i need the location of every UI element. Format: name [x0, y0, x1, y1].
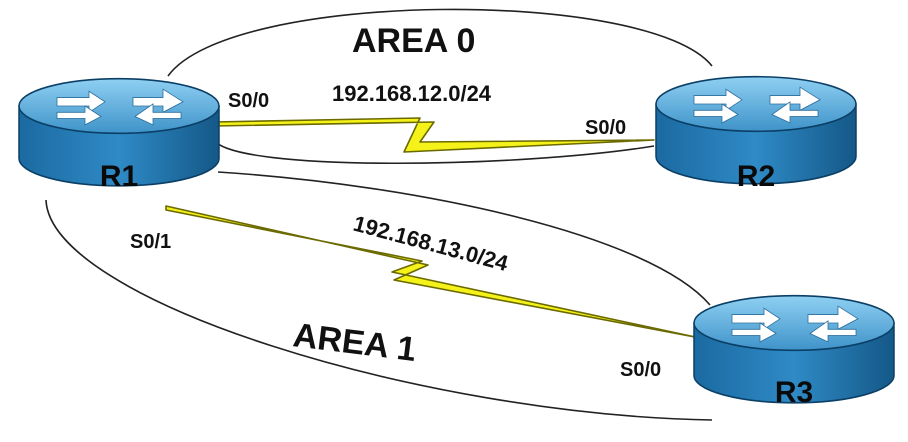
area1-label: AREA 1 — [291, 316, 418, 369]
area1-boundary — [45, 171, 713, 421]
serial-link-r1-r3 — [165, 205, 701, 339]
interface-label-r1-s00: S0/0 — [228, 90, 269, 112]
network-label-r1-r2: 192.168.12.0/24 — [332, 81, 492, 106]
network-label-r1-r3: 192.168.13.0/24 — [351, 211, 512, 277]
router-r2: R2 — [655, 75, 857, 193]
interface-label-r3-s00: S0/0 — [620, 359, 661, 381]
router-r3: R3 — [693, 294, 895, 409]
interface-label-r1-s01: S0/1 — [130, 231, 171, 253]
interface-label-r2-s00: S0/0 — [585, 117, 626, 139]
serial-link-r1-r2 — [213, 117, 655, 153]
router-r1-label: R1 — [100, 160, 138, 193]
router-r3-label: R3 — [775, 376, 813, 409]
router-r2-label: R2 — [737, 160, 775, 193]
router-r1: R1 — [18, 77, 220, 193]
area0-boundary — [167, 8, 713, 165]
area0-label: AREA 0 — [352, 22, 475, 60]
